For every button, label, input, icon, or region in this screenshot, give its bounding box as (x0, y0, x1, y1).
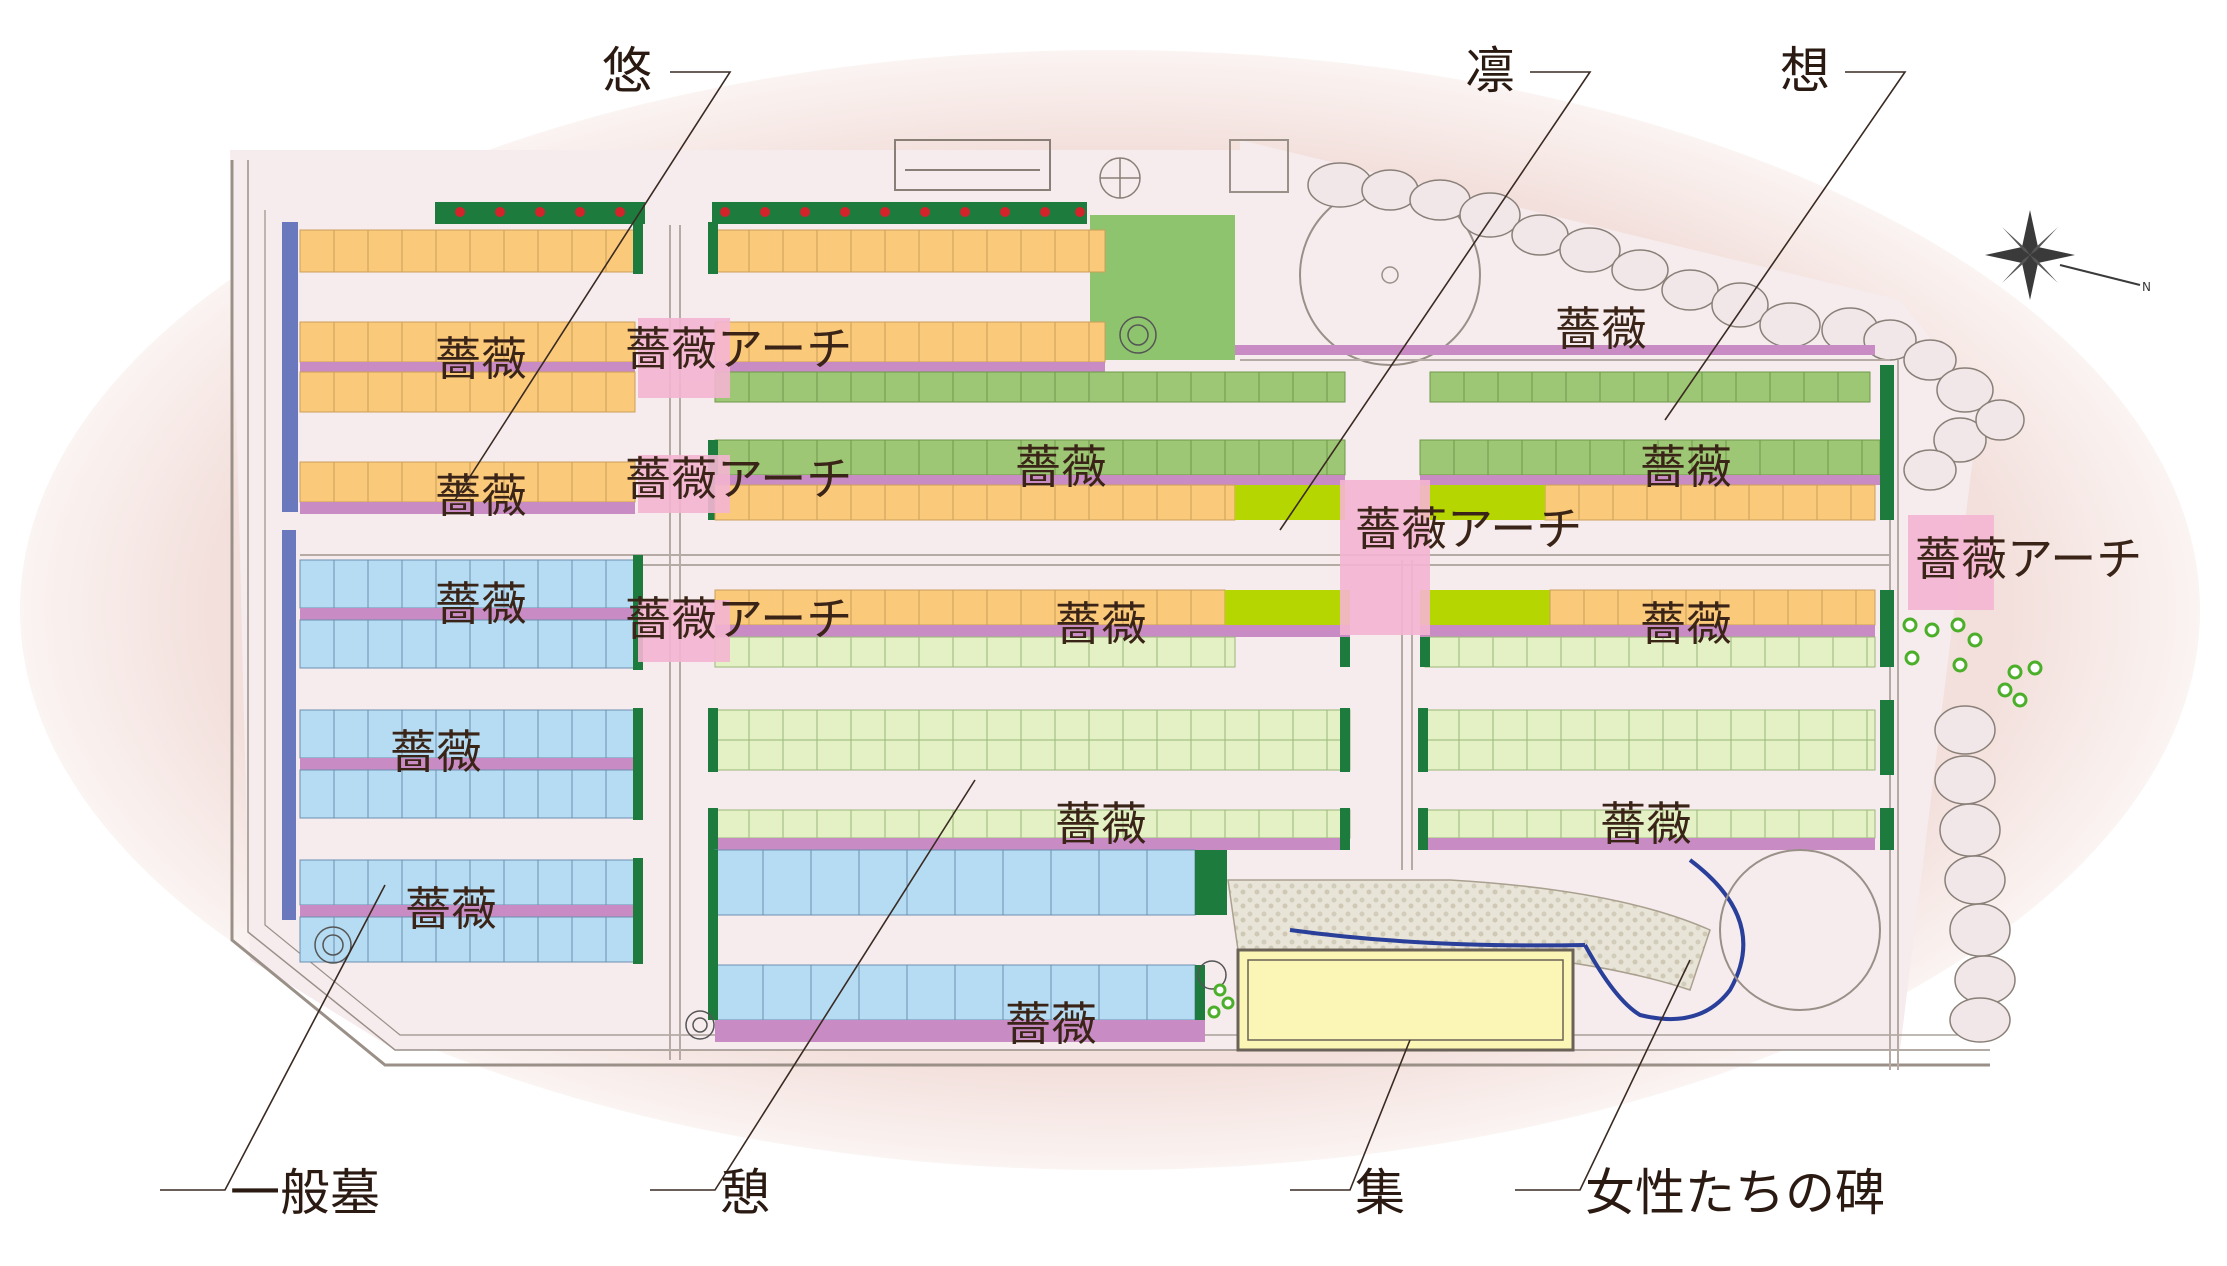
zone-labels: 薔薇 薔薇アーチ 薔薇 薔薇アーチ 薔薇 薔薇 薔薇 薔薇アーチ 薔薇アーチ 薔… (390, 302, 2142, 1051)
zone-label-bara-arch: 薔薇アーチ (625, 322, 852, 376)
callout-iko: 憩 (720, 1164, 770, 1222)
block-rin (708, 365, 1894, 521)
svg-text:N: N (2142, 280, 2151, 294)
callout-shu: 集 (1355, 1164, 1405, 1222)
shrub-icon (1207, 617, 2043, 1019)
plaza-circle (1719, 849, 1881, 1011)
compass-small (1099, 157, 1141, 199)
zone-label-bara: 薔薇 (1055, 597, 1147, 651)
zone-label-bara-arch: 薔薇アーチ (625, 452, 852, 506)
zone-label-bara: 薔薇 (1600, 797, 1692, 851)
callout-labels: 悠 凛 想 一般墓 憩 集 女性たちの碑 (230, 42, 1885, 1222)
zone-label-bara: 薔薇 (1055, 797, 1147, 851)
callout-sou: 想 (1780, 42, 1830, 100)
zone-label-bara-arch: 薔薇アーチ (1355, 502, 1582, 556)
callout-yu: 悠 (602, 42, 652, 100)
zone-label-bara: 薔薇 (1555, 302, 1647, 356)
block-iko-middle (708, 700, 1894, 775)
leader-lines (160, 71, 1907, 1191)
top-gate (894, 139, 1051, 191)
rose-arches (638, 318, 1994, 662)
lawn (1090, 215, 1235, 360)
zone-label-bara: 薔薇 (435, 577, 527, 631)
fence-left-lower (282, 530, 296, 920)
fence-left (282, 222, 298, 512)
block-iko-upper (714, 589, 1894, 668)
rock-garden (1307, 162, 2025, 1043)
callout-ippanbo: 一般墓 (230, 1164, 380, 1222)
assembly-hall-inner (1247, 959, 1564, 1041)
garden-circle-center (1381, 266, 1399, 284)
zone-label-bara: 薔薇 (435, 332, 527, 386)
top-hedges (435, 202, 1087, 224)
zone-label-bara: 薔薇 (1640, 597, 1732, 651)
zone-label-bara: 薔薇 (405, 882, 497, 936)
block-yu-west (299, 222, 643, 514)
callout-rin: 凛 (1465, 42, 1515, 100)
block-ippanbo (299, 555, 643, 964)
zone-label-bara-arch: 薔薇アーチ (1915, 532, 2142, 586)
zone-label-bara: 薔薇 (390, 725, 482, 779)
plot-grid (333, 230, 1868, 1020)
women-monument (1289, 858, 1746, 1022)
tree-icon (314, 316, 1227, 1040)
zone-label-bara: 薔薇 (1015, 440, 1107, 494)
zone-label-bara: 薔薇 (435, 469, 527, 523)
zone-label-bara: 薔薇 (1005, 997, 1097, 1051)
zone-label-bara: 薔薇 (1640, 440, 1732, 494)
assembly-hall (1236, 948, 1575, 1052)
monument-square (1229, 139, 1289, 193)
zone-label-bara-arch: 薔薇アーチ (625, 592, 852, 646)
callout-josei: 女性たちの碑 (1585, 1164, 1885, 1222)
compass-rose-icon: N (1985, 210, 2151, 300)
